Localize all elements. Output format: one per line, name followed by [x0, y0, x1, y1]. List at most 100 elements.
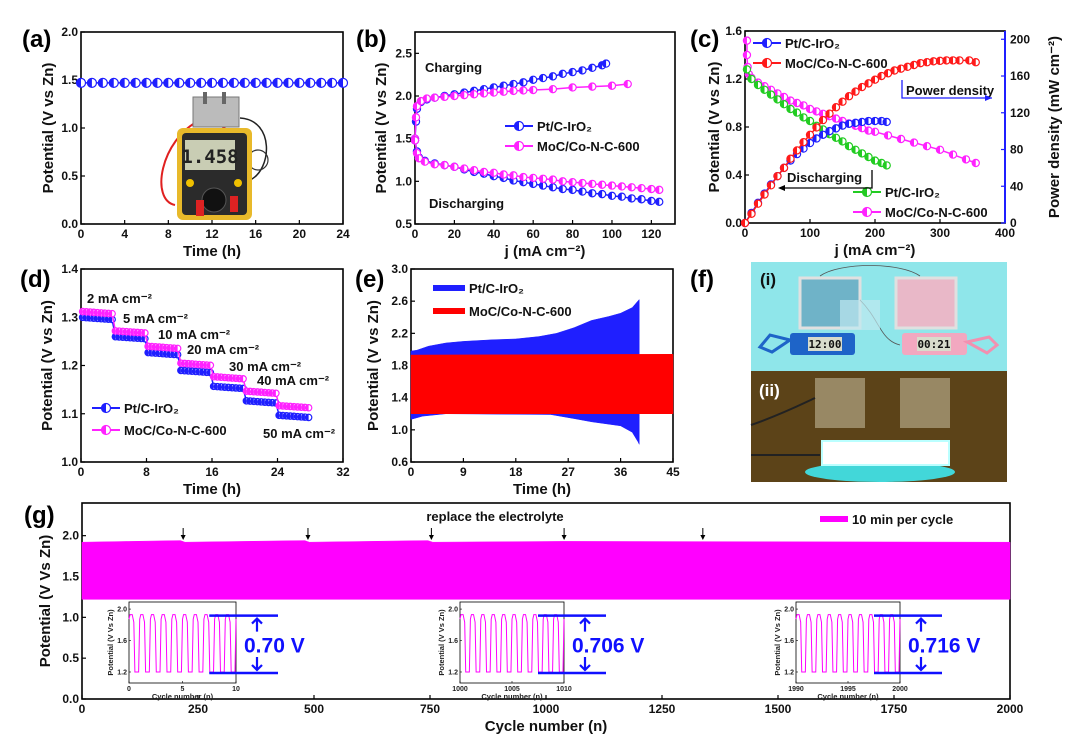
y2-tick-label: 80: [1010, 143, 1024, 157]
data-point-fill: [845, 142, 849, 150]
clock-pink-display: [917, 337, 951, 351]
data-point-fill: [647, 197, 652, 205]
data-point-fill: [871, 117, 875, 125]
panel-label: (b): [356, 26, 387, 53]
data-point-fill: [509, 80, 514, 88]
data-point-fill: [243, 387, 247, 395]
data-point-fill: [181, 367, 185, 374]
data-point-fill: [196, 361, 200, 368]
data-point-fill: [858, 149, 862, 157]
data-point-fill: [519, 173, 524, 181]
data-point-fill: [272, 399, 276, 407]
data-point-fill: [134, 329, 138, 336]
x-tick-label: 1250: [649, 702, 676, 716]
y-tick-label: 2.0: [117, 607, 127, 614]
data-point-fill: [142, 78, 147, 88]
data-point-fill: [105, 310, 109, 317]
data-point-fill: [229, 78, 234, 88]
data-point-fill: [741, 219, 745, 227]
data-point-fill: [90, 309, 94, 316]
data-point-fill: [130, 328, 134, 336]
data-point-fill: [279, 412, 283, 419]
data-point-fill: [877, 72, 882, 80]
data-point-fill: [832, 134, 836, 142]
series-line: [414, 140, 660, 191]
annotation: 2 mA cm⁻²: [87, 291, 153, 306]
data-point-fill: [232, 375, 236, 382]
data-point-fill: [786, 105, 791, 113]
data-point-fill: [305, 404, 309, 411]
data-point-fill: [257, 398, 262, 406]
data-point-fill: [412, 113, 416, 121]
data-point-fill: [923, 58, 927, 66]
data-point-fill: [338, 78, 343, 88]
data-point-fill: [871, 157, 875, 165]
x-tick-label: 100: [800, 226, 820, 240]
data-point-fill: [618, 182, 622, 191]
y-axis-label: Potential (V vs Zn): [365, 300, 382, 431]
data-point-fill: [838, 137, 843, 145]
data-point-fill: [450, 163, 455, 171]
data-point-fill: [608, 192, 612, 200]
y-tick-label: 1.0: [61, 455, 78, 469]
y-tick-label: 1.3: [61, 310, 78, 324]
y-tick-label: 1.6: [784, 638, 794, 645]
data-series: [78, 307, 313, 412]
y-tick-label: 1.4: [61, 262, 78, 276]
data-point-fill: [126, 334, 131, 341]
data-point-fill: [185, 78, 191, 88]
data-point-fill: [460, 164, 465, 173]
data-point-fill: [185, 367, 189, 375]
data-point-fill: [279, 402, 283, 410]
data-point-fill: [90, 314, 94, 322]
arrowhead: [985, 95, 992, 101]
data-point-fill: [832, 115, 836, 123]
x-tick-label: 1005: [504, 686, 520, 693]
x-tick-label: 12: [205, 227, 219, 241]
clock-blue-display: [808, 337, 842, 351]
voltage-gap-label: 0.706 V: [572, 634, 644, 657]
data-point-fill: [845, 120, 849, 128]
data-point-fill: [529, 76, 534, 84]
data-point-fill: [780, 100, 784, 108]
data-point-fill: [185, 360, 189, 367]
data-point-fill: [539, 74, 544, 82]
y-tick-label: 1.1: [61, 407, 78, 421]
y-tick-label: 0.8: [725, 120, 742, 134]
legend-label: MoC/Co-N-C-600: [785, 56, 888, 71]
x-tick-label: 60: [527, 227, 541, 241]
data-point-fill: [108, 316, 113, 323]
y2-tick-label: 0: [1010, 216, 1017, 230]
data-point-fill: [858, 83, 862, 91]
y-tick-label: 0.0: [62, 692, 79, 706]
data-point-fill: [199, 361, 203, 368]
x-tick-label: 0: [79, 702, 86, 716]
legend-label: Pt/C-IrO₂: [469, 281, 524, 296]
data-point-fill: [929, 57, 934, 65]
y-tick-label: 2.5: [395, 46, 412, 60]
data-point-fill: [199, 368, 203, 376]
x-tick-label: 1995: [840, 686, 856, 693]
data-point-fill: [568, 83, 573, 92]
data-point-fill: [838, 98, 843, 106]
data-point-fill: [115, 333, 120, 341]
y-tick-label: 3.0: [391, 262, 408, 276]
arrow-down-icon: [579, 656, 591, 672]
data-point-fill: [243, 397, 247, 405]
multimeter-photo: 1.458: [160, 92, 269, 220]
data-point-fill: [864, 117, 869, 125]
data-point-fill: [108, 310, 113, 317]
y-axis-label: Potential (V vs Zn): [706, 62, 723, 193]
data-point-fill: [549, 176, 553, 184]
data-point-fill: [152, 343, 156, 351]
data-point-fill: [240, 78, 245, 88]
wire: [750, 397, 820, 456]
data-point-fill: [793, 146, 797, 155]
data-point-fill: [283, 402, 287, 410]
data-point-fill: [559, 177, 563, 185]
data-point-fill: [470, 166, 475, 174]
annotation-discharging: Discharging: [787, 170, 862, 185]
data-point-fill: [559, 70, 563, 78]
